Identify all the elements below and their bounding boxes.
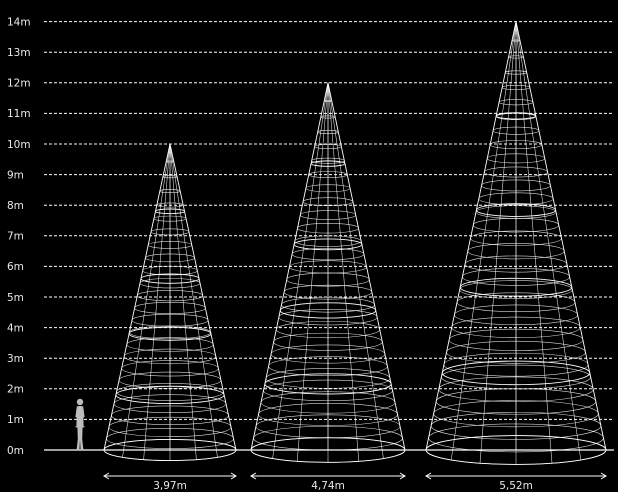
tree-3 [425, 21, 607, 465]
tree-meridian [169, 143, 218, 458]
height-label: 10m [7, 139, 31, 151]
height-label: 1m [7, 414, 24, 426]
tree-meridian [327, 82, 384, 459]
tree-1 [103, 143, 237, 462]
height-label: 14m [7, 16, 31, 28]
trees [103, 21, 607, 465]
diameter-dimension-1: 3,97m [103, 472, 237, 492]
tree-meridian [425, 21, 517, 451]
tree-meridian [250, 82, 329, 451]
diameter-label: 3,97m [153, 480, 187, 492]
tree-meridian [327, 82, 406, 451]
arrow-left-icon [250, 472, 257, 480]
tree-meridian [515, 21, 582, 461]
tree-meridian [169, 143, 197, 460]
arrow-left-icon [103, 472, 110, 480]
height-label: 4m [7, 322, 24, 334]
arrow-right-icon [600, 472, 607, 480]
height-label: 8m [7, 200, 24, 212]
height-label: 6m [7, 261, 24, 273]
height-label: 13m [7, 47, 31, 59]
height-axis-labels: 0m 1m 2m 3m 4m 5m 6m 7m 8m 9m 10m 11m 12m 13m 14m [7, 16, 31, 456]
tree-meridian [143, 143, 171, 460]
tree-meridian [327, 82, 360, 462]
diameter-label: 4,74m [311, 480, 345, 492]
height-label: 12m [7, 78, 31, 90]
height-label: 0m [7, 445, 24, 457]
tree-meridian [450, 21, 517, 461]
tree-meridian [272, 82, 329, 459]
height-label: 2m [7, 384, 24, 396]
tree-meridian [515, 21, 607, 451]
arrow-left-icon [425, 472, 432, 480]
height-label: 5m [7, 292, 24, 304]
tree-meridian [296, 82, 329, 462]
tree-meridian [515, 21, 553, 464]
diameter-dimensions: 3,97m 4,74m 5,52m [103, 472, 607, 492]
arrow-right-icon [399, 472, 406, 480]
height-label: 9m [7, 169, 24, 181]
tree-meridian [169, 143, 237, 451]
height-label: 7m [7, 231, 24, 243]
height-label: 11m [7, 108, 31, 120]
diameter-dimension-2: 4,74m [250, 472, 406, 492]
height-label: 3m [7, 353, 24, 365]
arrow-right-icon [230, 472, 237, 480]
diameter-dimension-3: 5,52m [425, 472, 607, 492]
tree-meridian [122, 143, 171, 458]
tree-meridian [479, 21, 517, 464]
tree-meridian [103, 143, 171, 451]
tree-2 [250, 82, 406, 463]
human-silhouette-icon [74, 398, 86, 450]
diameter-label: 5,52m [499, 480, 533, 492]
